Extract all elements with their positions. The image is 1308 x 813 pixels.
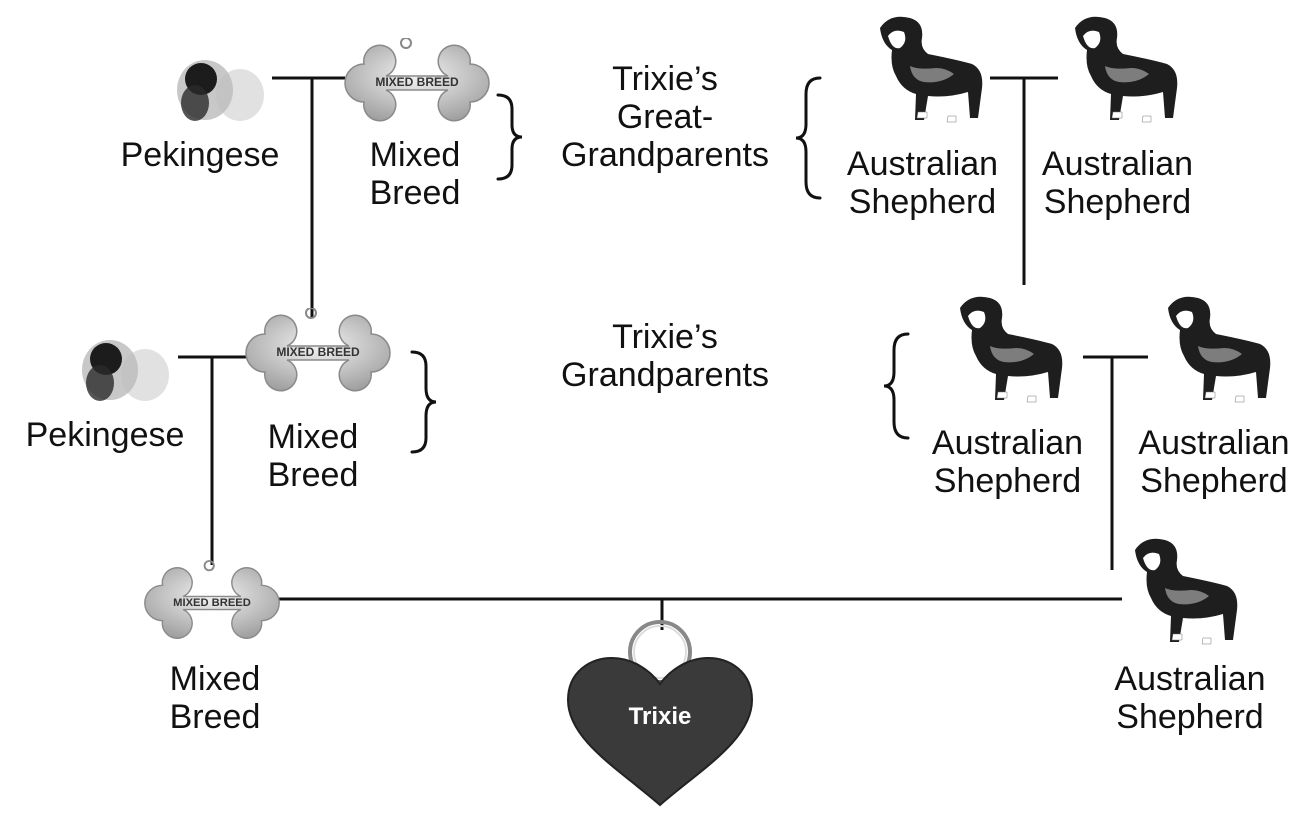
trixie-tag-text: Trixie bbox=[629, 703, 692, 730]
gg-left-mixed-label: Mixed Breed bbox=[369, 136, 461, 212]
great-grandparents-label: Trixie’s Great- Grandparents bbox=[561, 60, 769, 174]
australian-shepherd-dog-icon bbox=[1075, 16, 1178, 123]
parent-mixed-label: Mixed Breed bbox=[169, 660, 261, 736]
bone-tag-icon: MIXED BREED bbox=[144, 560, 280, 639]
bone-tag-text: MIXED BREED bbox=[276, 345, 360, 359]
bone-tag-text: MIXED BREED bbox=[173, 597, 251, 609]
grandparents-label: Trixie’s Grandparents bbox=[561, 318, 769, 394]
bone-tag-icon: MIXED BREED bbox=[344, 38, 490, 122]
gg-left-pekingese-label: Pekingese bbox=[120, 136, 280, 174]
gp-left-mixed-label: Mixed Breed bbox=[267, 418, 359, 494]
brace-gp-left bbox=[410, 350, 437, 454]
gg-right-aussie-2-label: Australian Shepherd bbox=[1041, 145, 1194, 221]
gp-right-aussie-2-label: Australian Shepherd bbox=[1138, 424, 1290, 500]
australian-shepherd-dog-icon bbox=[960, 296, 1063, 403]
pekingese-dog-icon bbox=[82, 340, 169, 401]
australian-shepherd-dog-icon bbox=[1135, 538, 1238, 645]
gp-right-aussie-1-label: Australian Shepherd bbox=[931, 424, 1084, 500]
australian-shepherd-dog-icon bbox=[1168, 296, 1271, 403]
brace-gg-right bbox=[795, 76, 822, 200]
bone-tag-text: MIXED BREED bbox=[375, 75, 459, 89]
brace-gp-right bbox=[883, 332, 910, 440]
parent-aussie-label: Australian Shepherd bbox=[1114, 660, 1266, 736]
brace-gg-left bbox=[496, 93, 523, 181]
gp-left-pekingese-label: Pekingese bbox=[25, 416, 185, 454]
pekingese-dog-icon bbox=[177, 60, 264, 121]
trixie-heart-tag-icon: Trixie bbox=[566, 620, 754, 807]
australian-shepherd-dog-icon bbox=[880, 16, 983, 123]
bone-tag-icon: MIXED BREED bbox=[245, 308, 391, 392]
gg-right-aussie-1-label: Australian Shepherd bbox=[846, 145, 999, 221]
